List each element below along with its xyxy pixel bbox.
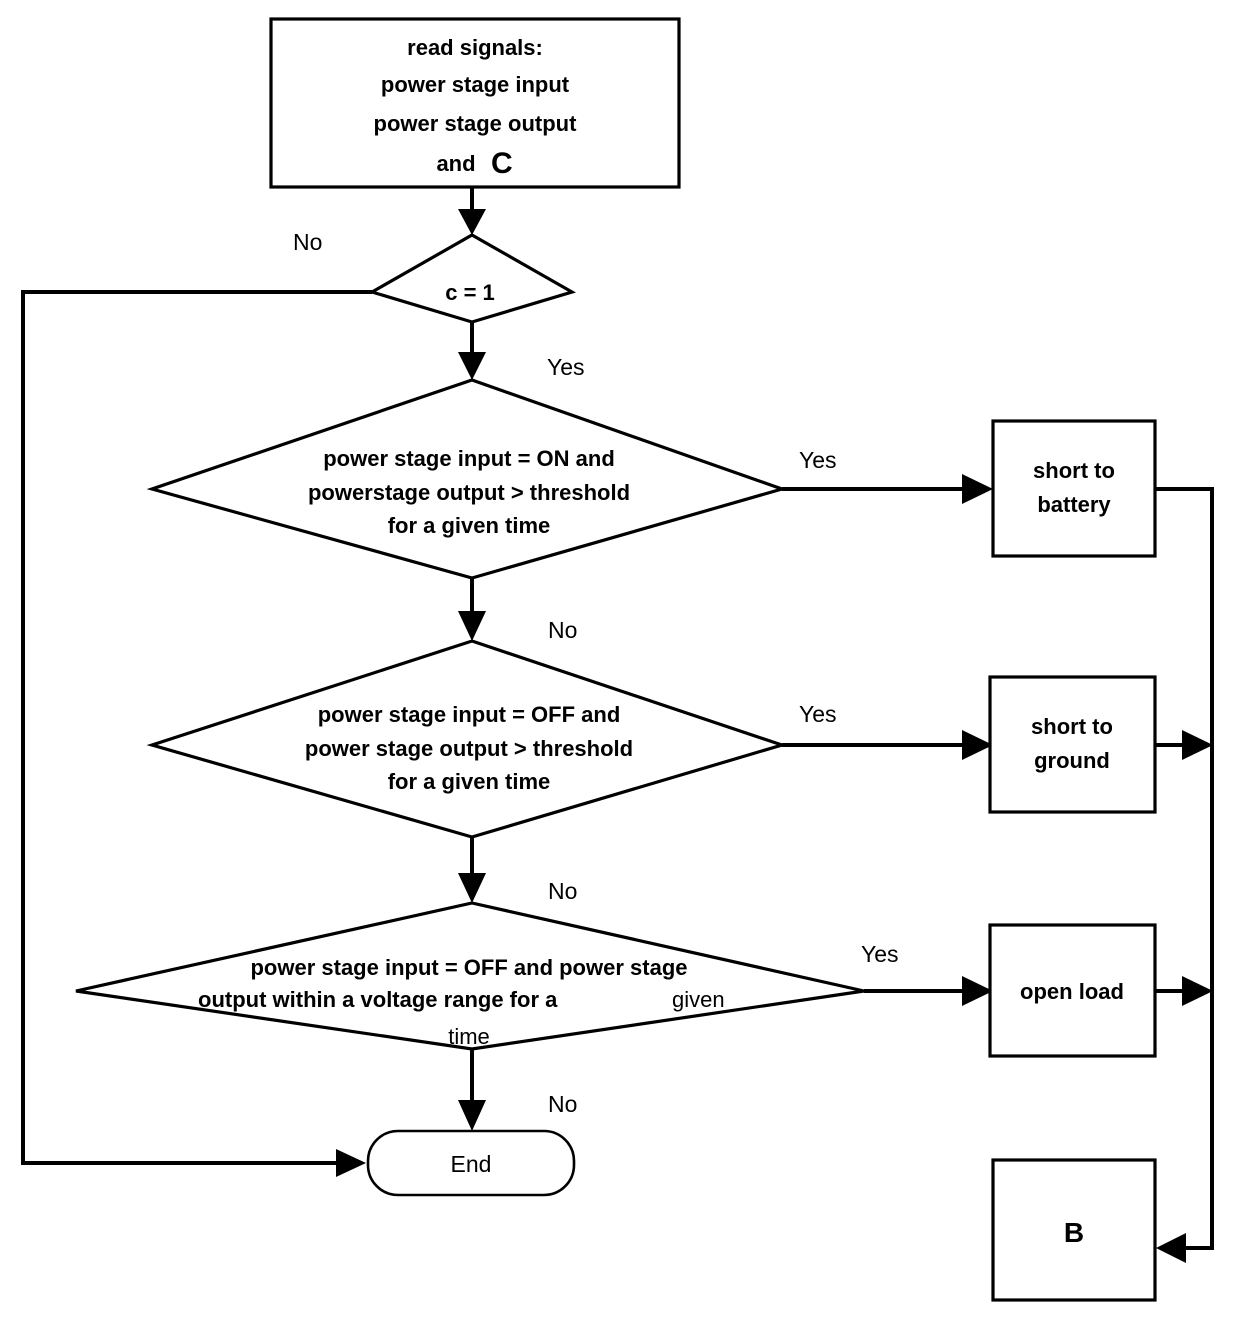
edge-label-d3-no: No — [548, 1091, 577, 1117]
short-to-ground-line-2: ground — [1034, 748, 1110, 773]
decision-3-line-3-time: time — [448, 1024, 490, 1049]
decision-3-line-2: output within a voltage range for a — [198, 987, 558, 1012]
node-short-to-battery[interactable]: short to battery — [991, 419, 1157, 558]
edge-c1-no-loop — [21, 290, 372, 1177]
node-short-to-ground[interactable]: short to ground — [988, 675, 1157, 814]
open-load-label: open load — [1020, 979, 1124, 1004]
edge-d1-no — [458, 578, 486, 641]
node-decision-open-load[interactable]: power stage input = OFF and power stage … — [75, 901, 865, 1051]
edge-label-d2-no: No — [548, 878, 577, 904]
node-decision-c-equals-1[interactable]: c = 1 — [367, 233, 577, 324]
node-end-terminal[interactable]: End — [366, 1129, 576, 1197]
edge-openload-to-bus — [1155, 976, 1213, 1006]
node-decision-short-to-battery[interactable]: power stage input = ON and powerstage ou… — [146, 378, 788, 580]
edge-label-c1-no: No — [293, 229, 322, 255]
decision-2-line-2: power stage output > threshold — [305, 736, 633, 761]
edge-label-d3-yes: Yes — [861, 941, 899, 967]
read-signals-line-2: power stage input — [381, 72, 570, 97]
short-to-battery-line-2: battery — [1037, 492, 1111, 517]
decision-c1-label: c = 1 — [445, 280, 495, 305]
decision-2-line-3: for a given time — [388, 769, 551, 794]
edge-read-to-c1 — [458, 187, 486, 235]
read-signals-symbol-c: C — [491, 147, 513, 180]
edge-d3-yes — [864, 976, 993, 1006]
node-decision-short-to-ground[interactable]: power stage input = OFF and power stage … — [146, 639, 788, 839]
edge-label-d1-no: No — [548, 617, 577, 643]
decision-1-line-3: for a given time — [388, 513, 551, 538]
end-terminal-label: End — [451, 1151, 492, 1177]
edge-ground-to-bus — [1155, 730, 1213, 760]
edge-d2-yes — [782, 730, 993, 760]
node-read-signals[interactable]: read signals: power stage input power st… — [269, 17, 681, 189]
edge-label-d2-yes: Yes — [799, 701, 837, 727]
node-connector-b[interactable]: B — [991, 1158, 1157, 1302]
connector-b-label: B — [1064, 1217, 1084, 1248]
edge-label-c1-yes: Yes — [547, 354, 585, 380]
short-to-ground-line-1: short to — [1031, 714, 1113, 739]
decision-1-line-2: powerstage output > threshold — [308, 480, 630, 505]
read-signals-line-3: power stage output — [374, 111, 578, 136]
decision-2-line-1: power stage input = OFF and — [318, 702, 621, 727]
edge-right-bus-to-b — [1155, 487, 1214, 1263]
node-open-load[interactable]: open load — [988, 923, 1157, 1058]
decision-3-line-2-given: given — [672, 987, 725, 1012]
read-signals-line-4: and — [436, 151, 475, 176]
edge-label-d1-yes: Yes — [799, 447, 837, 473]
edge-d3-no — [458, 1049, 486, 1131]
edge-d1-yes — [782, 474, 993, 504]
edge-c1-yes — [458, 322, 486, 380]
read-signals-line-1: read signals: — [407, 35, 543, 60]
short-to-battery-line-1: short to — [1033, 458, 1115, 483]
decision-3-line-1: power stage input = OFF and power stage — [250, 955, 687, 980]
decision-1-line-1: power stage input = ON and — [323, 446, 615, 471]
edge-d2-no — [458, 837, 486, 903]
